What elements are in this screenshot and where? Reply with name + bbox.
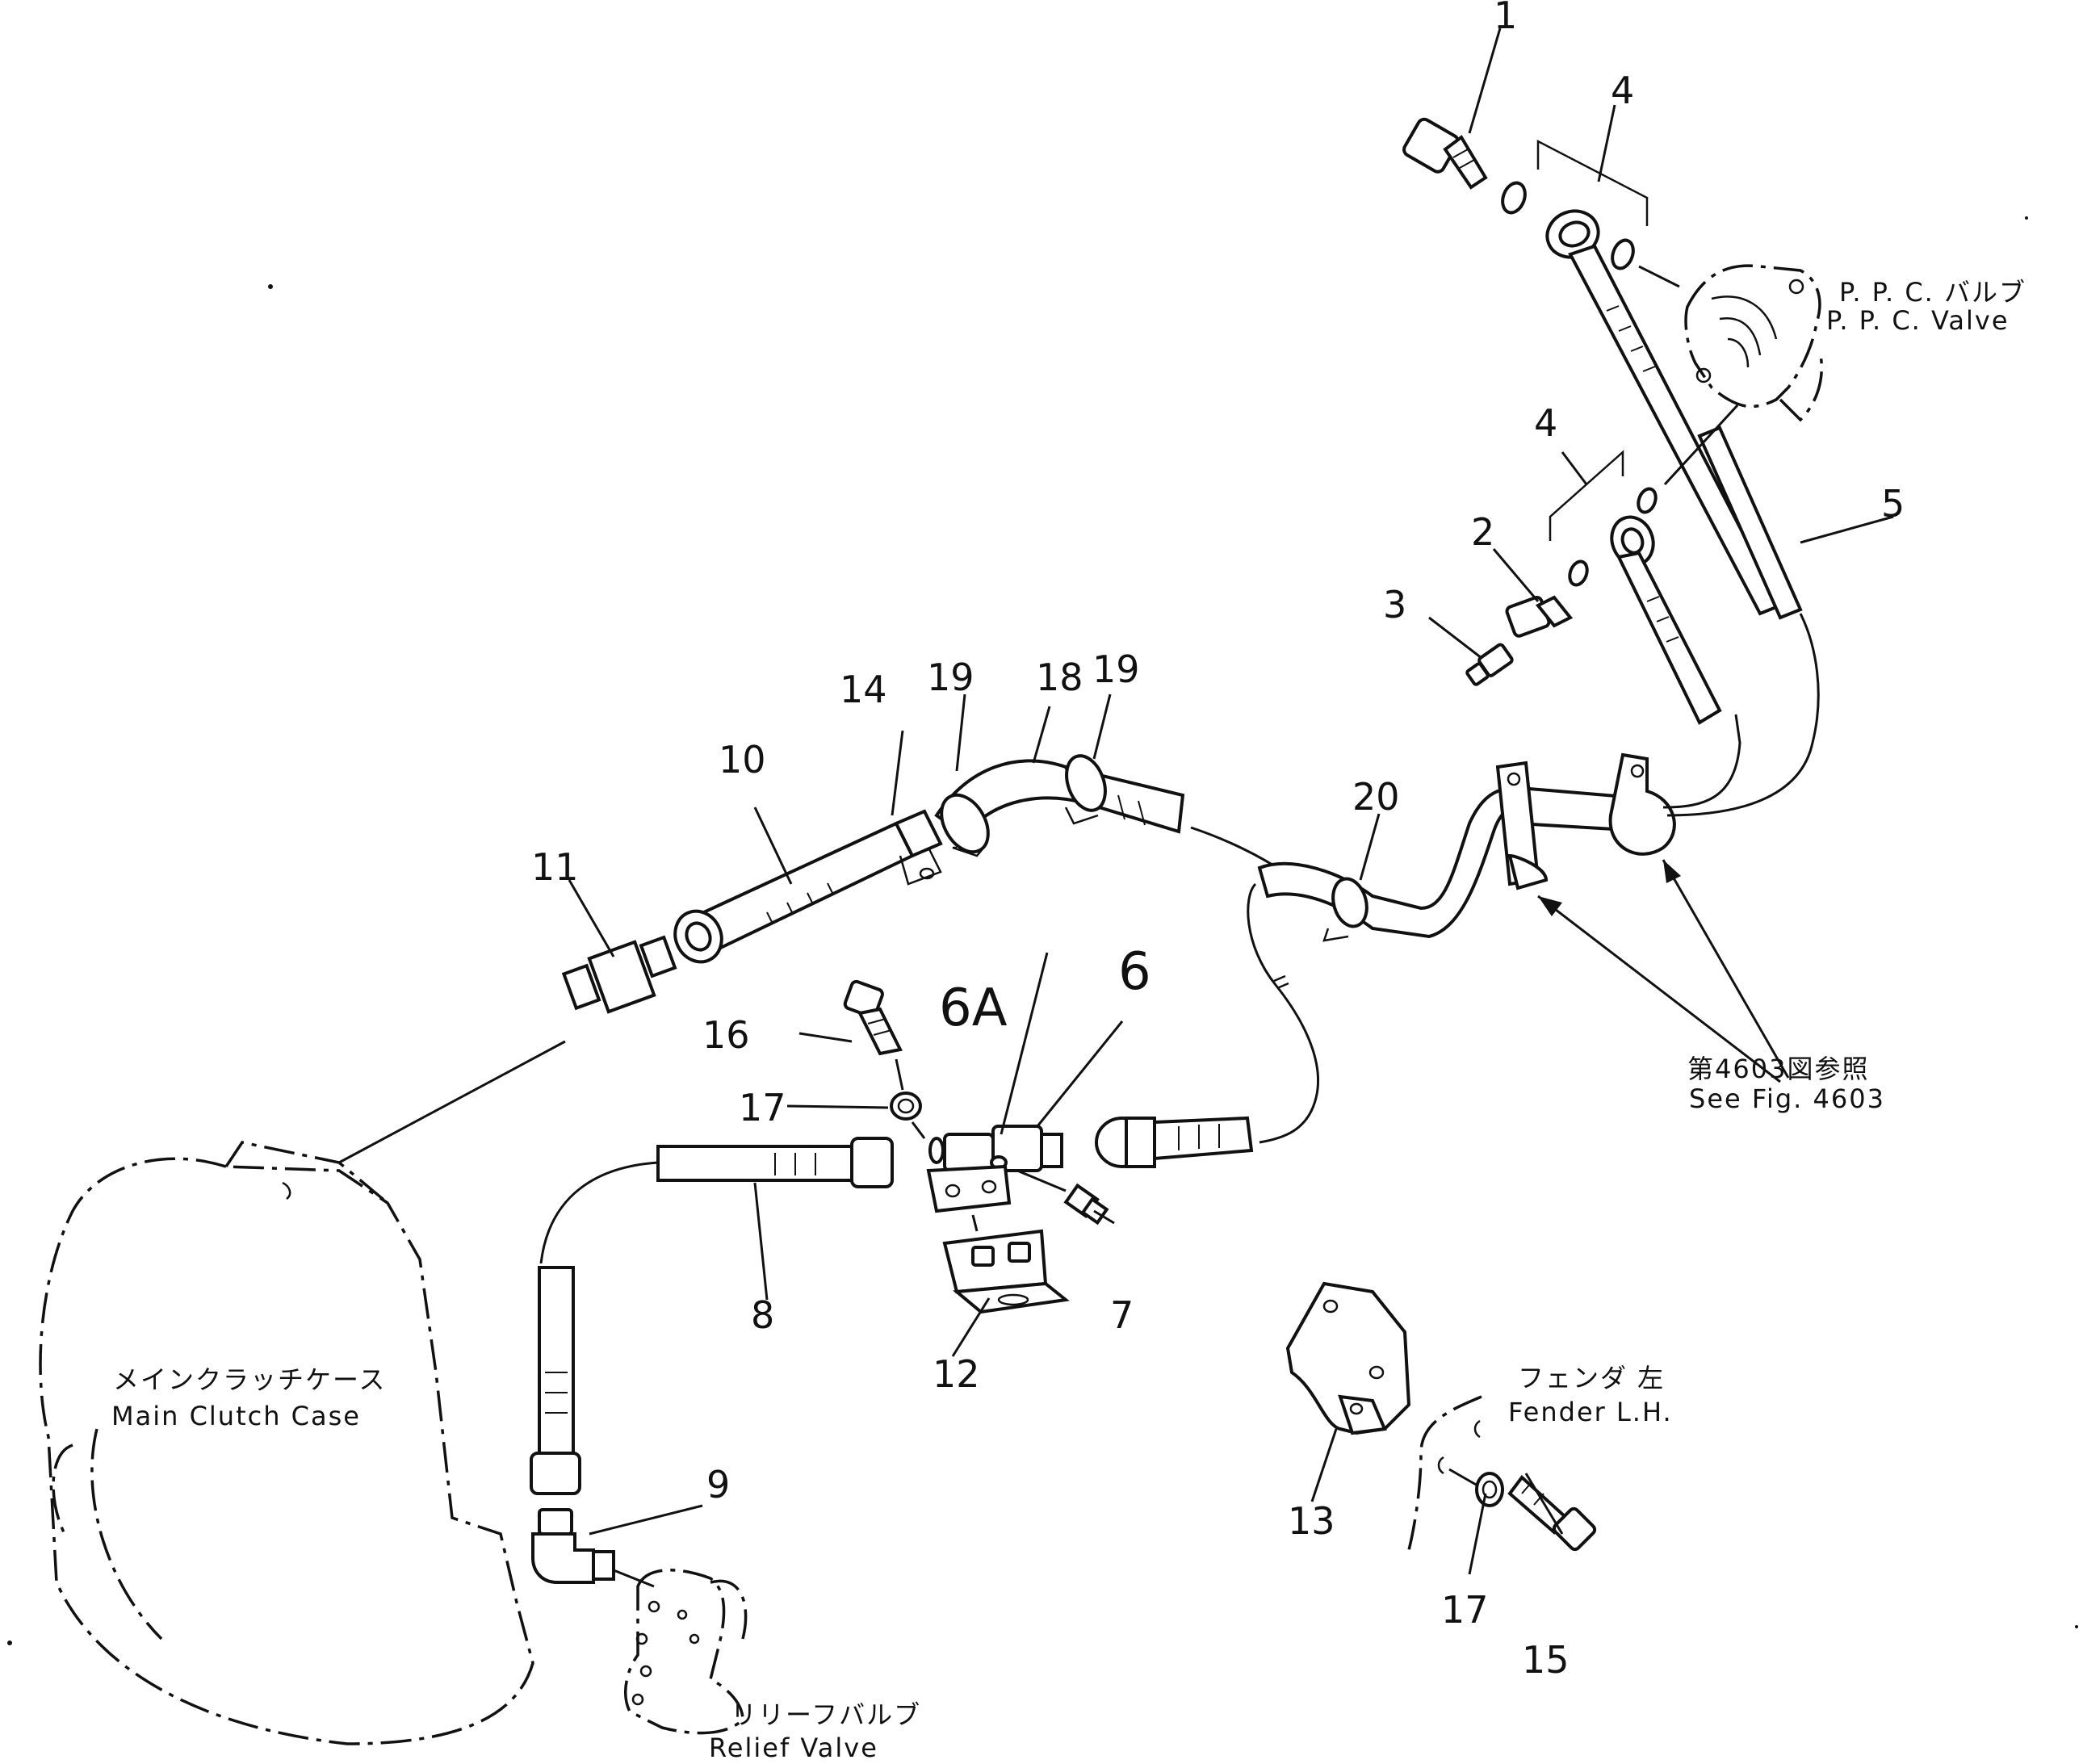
oring-4d	[1568, 559, 1589, 587]
relief-valve-label-en: Relief Valve	[709, 1733, 878, 1760]
bracket-13	[1285, 1281, 1411, 1435]
callout-13: 13	[1288, 1499, 1335, 1543]
fender-label-en: Fender L.H.	[1508, 1397, 1673, 1427]
pipe-assembly	[1257, 752, 1676, 942]
callout-6: 6	[1118, 942, 1151, 1002]
oring-4c	[1637, 487, 1658, 514]
callout-leaders	[568, 27, 1894, 1575]
oring-leader	[1638, 265, 1680, 288]
tee-fitting-6	[926, 1125, 1063, 1213]
callout-15: 15	[1522, 1638, 1570, 1682]
callout-19-right: 19	[1092, 647, 1140, 691]
fender-bolt-leader	[1448, 1468, 1478, 1487]
callout-17-mid: 17	[739, 1086, 786, 1129]
callout-7: 7	[1110, 1293, 1134, 1337]
break-mark	[1273, 974, 1289, 990]
hose-10	[673, 809, 943, 964]
callout-18: 18	[1036, 656, 1083, 699]
scan-dots	[7, 216, 2078, 1645]
callout-6a: 6A	[939, 978, 1008, 1038]
callout-8: 8	[751, 1293, 774, 1337]
main-clutch-case-label-en: Main Clutch Case	[111, 1401, 361, 1431]
callout-numbers: 1 4 4 5 2 3 20 18 19 19 14 10 11 6A 6 16…	[531, 0, 1905, 1682]
callout-11: 11	[531, 845, 579, 889]
callout-2: 2	[1471, 510, 1494, 554]
line-to-hose-a	[1662, 714, 1741, 809]
fitting-11	[561, 935, 677, 1014]
bolt-15	[1507, 1475, 1597, 1552]
callout-1: 1	[1494, 0, 1517, 37]
hose-5-lower	[1610, 515, 1722, 725]
leader-case-fitting	[338, 1040, 566, 1164]
reference-arrows	[1537, 859, 1790, 1083]
relief-valve	[624, 1569, 748, 1735]
oring-4b	[1611, 238, 1635, 270]
callout-10: 10	[719, 738, 766, 781]
oring-4a	[1501, 181, 1527, 215]
washer-17	[890, 1092, 922, 1121]
relief-valve-label-jp: リリーフバルブ	[731, 1699, 921, 1730]
bolt-2	[1505, 595, 1574, 638]
bolt-16	[843, 979, 903, 1056]
callout-3: 3	[1383, 583, 1406, 626]
callout-19-left: 19	[927, 656, 974, 699]
callout-4-bracket-b	[1549, 450, 1624, 541]
bolt-1	[1402, 117, 1488, 190]
ppc-valve	[1684, 264, 1823, 422]
bracket-12-leader	[971, 1214, 979, 1232]
elbow-9	[531, 1508, 655, 1588]
callout-4-mid: 4	[1534, 401, 1557, 445]
callout-17-fender: 17	[1441, 1588, 1489, 1632]
callout-4-bracket-a	[1536, 139, 1649, 226]
main-clutch-case	[39, 1141, 534, 1745]
line-to-hose-b	[1666, 613, 1820, 817]
ppc-valve-label-en: P. P. C. Valve	[1826, 305, 2010, 336]
washer-17-fender	[1475, 1472, 1504, 1507]
callout-12: 12	[933, 1352, 980, 1396]
hose-vertical	[530, 1266, 581, 1495]
lower-oring-leader	[1663, 404, 1739, 486]
bolt-16-leader	[895, 1058, 926, 1139]
see-fig-label-en: See Fig. 4603	[1689, 1083, 1885, 1114]
fender-outline	[1407, 1395, 1482, 1551]
callout-20: 20	[1352, 775, 1400, 819]
hose-8	[539, 1137, 894, 1264]
callout-14: 14	[840, 668, 887, 711]
fender-label-jp: フェンダ 左	[1518, 1363, 1665, 1393]
hose-18	[934, 754, 1185, 857]
callout-16: 16	[702, 1013, 750, 1057]
plug-7	[1016, 1169, 1109, 1226]
ppc-valve-label-jp: P. P. C. バルブ	[1839, 277, 2026, 308]
bracket-12	[942, 1229, 1070, 1314]
line-to-hose-6	[1247, 882, 1320, 1144]
main-clutch-case-label-jp: メインクラッチケース	[113, 1364, 386, 1395]
plug-3	[1465, 643, 1514, 686]
see-fig-label-jp: 第4603図参照	[1687, 1054, 1869, 1084]
callout-4-top: 4	[1611, 69, 1634, 112]
hose-right	[1095, 1116, 1254, 1168]
callout-5: 5	[1881, 482, 1905, 526]
callout-9: 9	[706, 1463, 730, 1506]
